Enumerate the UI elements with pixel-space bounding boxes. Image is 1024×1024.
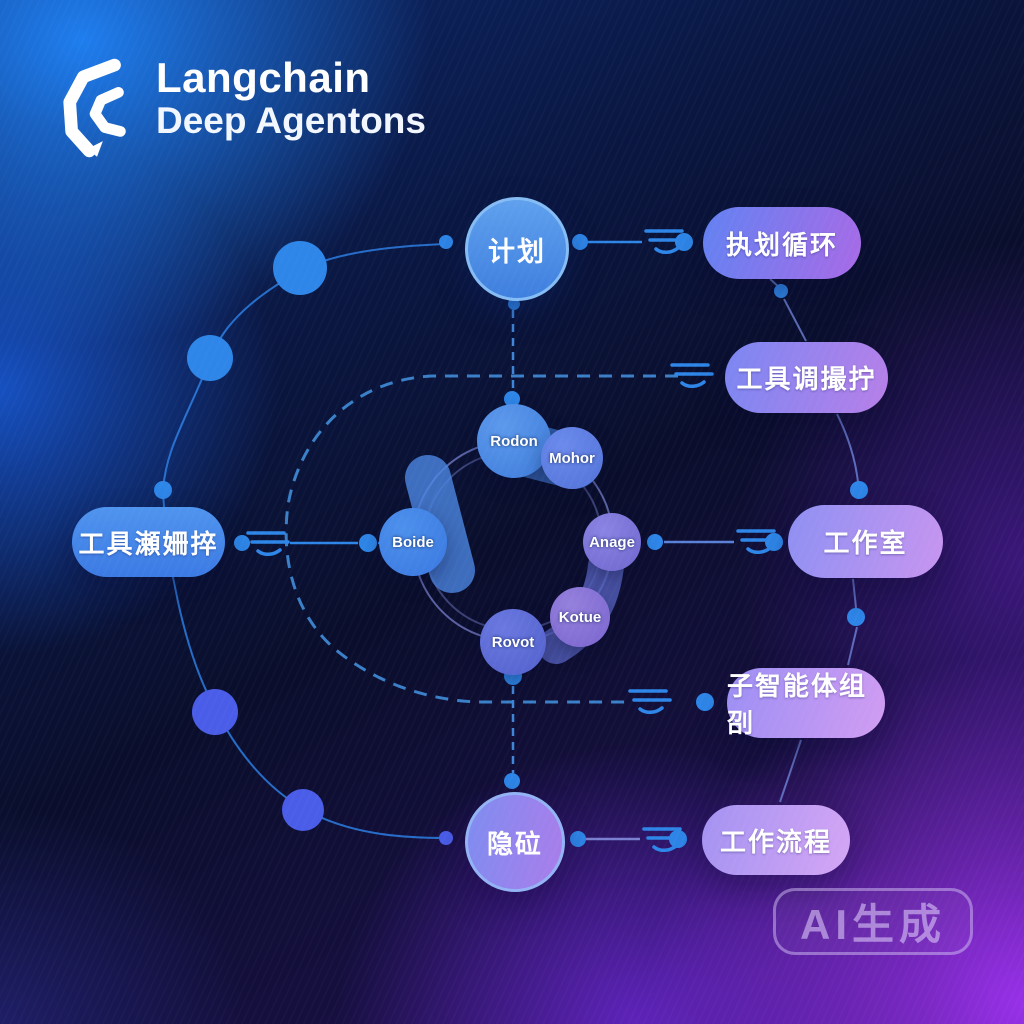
fork-icon <box>246 531 290 557</box>
ring-node-kotue-label: Kotue <box>558 608 602 626</box>
brand-name: Langchain <box>156 54 371 101</box>
arc-dots-violet <box>192 689 453 845</box>
ai-generated-badge: AI生成 <box>773 888 973 955</box>
ring-node-mohor: Mohor <box>541 427 603 489</box>
pill-exec-loop-label: 执划循环 <box>725 229 838 260</box>
ai-generated-badge-label: AI生成 <box>799 901 946 948</box>
ring-node-rovot: Rovot <box>480 609 546 675</box>
secret-node: 隐砬 <box>465 792 565 892</box>
ring-node-rodon-label: Rodon <box>490 432 538 450</box>
plan-node-label: 计划 <box>488 236 546 267</box>
pill-workshop: 工作室 <box>788 505 943 578</box>
brand-header: Langchain Deep Agentons <box>58 54 426 160</box>
connector-dots <box>154 233 868 848</box>
ring-node-kotue: Kotue <box>550 587 610 647</box>
ring-node-anage: Anage <box>583 513 641 571</box>
secret-node-label: 隐砬 <box>486 828 543 859</box>
pill-workflow-label: 工作流程 <box>719 826 832 857</box>
fork-icon <box>628 689 672 715</box>
pill-workshop-label: 工作室 <box>823 528 908 558</box>
dashed-arc <box>284 374 678 704</box>
brand-subtitle: Deep Agentons <box>156 100 426 142</box>
ring-node-rovot-label: Rovot <box>491 633 535 651</box>
pill-tool-control-label: 工具调撮拧 <box>736 364 877 394</box>
logo-tail <box>87 141 103 157</box>
pill-tool-left: 工具瀬姍捽 <box>72 507 225 577</box>
pill-exec-loop: 执划循环 <box>703 207 861 279</box>
langchain-logo-icon <box>63 58 126 158</box>
ring-node-boide: Boide <box>379 508 447 576</box>
plan-node: 计划 <box>465 197 569 301</box>
pill-tool-control: 工具调撮拧 <box>725 342 888 413</box>
ring-node-anage-label: Anage <box>589 533 635 551</box>
pill-tool-left-label: 工具瀬姍捽 <box>78 528 219 559</box>
fork-icon <box>670 363 714 389</box>
ring-node-boide-label: Boide <box>392 533 434 551</box>
ring-node-rodon: Rodon <box>477 404 551 478</box>
ring-node-mohor-label: Mohor <box>549 449 595 467</box>
pill-subagent-group-label: 子智能体组刟 <box>727 671 868 738</box>
pill-subagent-group: 子智能体组刟 <box>727 668 885 738</box>
pill-workflow: 工作流程 <box>702 805 850 875</box>
